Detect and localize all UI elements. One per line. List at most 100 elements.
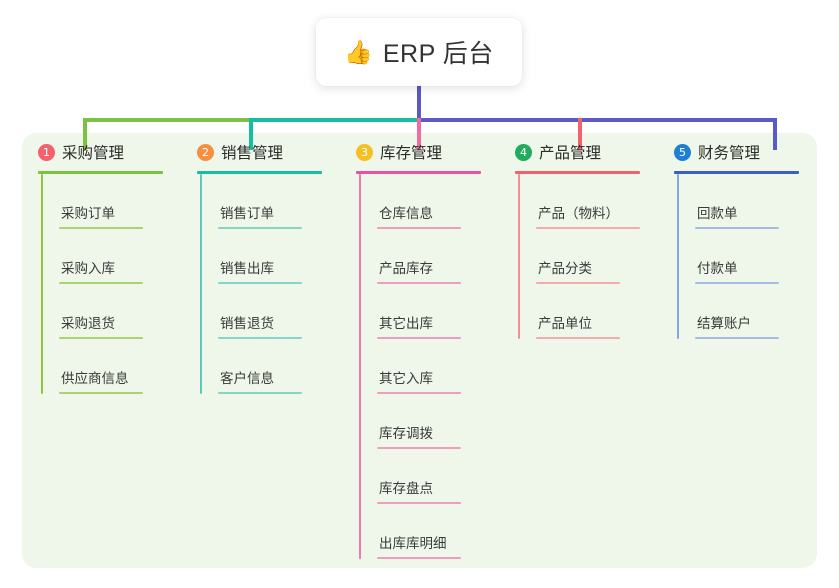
branch-item-rule bbox=[377, 557, 461, 559]
branch-header-4[interactable]: 4 产品管理 bbox=[513, 133, 658, 171]
branch-column-2: 2 销售管理销售订单销售出库销售退货客户信息 bbox=[181, 133, 340, 568]
branch-item-label: 回款单 bbox=[697, 206, 738, 222]
branch-header-2[interactable]: 2 销售管理 bbox=[195, 133, 340, 171]
branch-item[interactable]: 其它入库 bbox=[359, 339, 499, 394]
branch-number-badge: 3 bbox=[356, 143, 373, 161]
branch-spine bbox=[200, 174, 202, 394]
branch-item-label: 出库库明细 bbox=[379, 536, 447, 552]
branch-item[interactable]: 采购订单 bbox=[41, 174, 181, 229]
branch-column-4: 4 产品管理产品（物料） 产品分类产品单位 bbox=[499, 133, 658, 568]
branch-item-label: 库存盘点 bbox=[379, 481, 433, 497]
branch-item[interactable]: 采购退货 bbox=[41, 284, 181, 339]
branch-item-rule bbox=[695, 337, 779, 339]
branch-item-label: 客户信息 bbox=[220, 371, 274, 387]
branch-item-rule bbox=[377, 337, 461, 339]
branch-columns: 1 采购管理采购订单采购入库采购退货供应商信息 2 销售管理销售订单销售出库销售退货客… bbox=[22, 133, 817, 568]
branch-item[interactable]: 库存盘点 bbox=[359, 449, 499, 504]
branch-item-label: 产品单位 bbox=[538, 316, 592, 332]
root-node-title: ERP 后台 bbox=[382, 40, 494, 68]
branch-header-3[interactable]: 3 库存管理 bbox=[354, 133, 499, 171]
branch-title: 销售管理 bbox=[221, 145, 284, 162]
branch-spine bbox=[518, 174, 520, 339]
branch-item-rule bbox=[377, 502, 461, 504]
branch-header-rule bbox=[356, 171, 481, 174]
branch-item[interactable]: 销售退货 bbox=[200, 284, 340, 339]
root-node[interactable]: 👍 ERP 后台 bbox=[316, 18, 522, 86]
branch-item[interactable]: 回款单 bbox=[677, 174, 817, 229]
branch-item-rule bbox=[377, 447, 461, 449]
branch-item-label: 采购退货 bbox=[61, 316, 115, 332]
branch-number-badge: 1 bbox=[38, 143, 55, 161]
branch-item-label: 供应商信息 bbox=[61, 371, 129, 387]
branch-item-rule bbox=[536, 337, 620, 339]
branch-item[interactable]: 产品分类 bbox=[518, 229, 658, 284]
branch-item-rule bbox=[218, 282, 302, 284]
branch-header-rule bbox=[197, 171, 322, 174]
branch-title: 采购管理 bbox=[62, 145, 125, 162]
branch-items: 仓库信息产品库存其它出库其它入库库存调拨库存盘点出库库明细 bbox=[359, 174, 499, 559]
branch-item[interactable]: 仓库信息 bbox=[359, 174, 499, 229]
branch-item-label: 销售出库 bbox=[220, 261, 274, 277]
branch-item-rule bbox=[695, 282, 779, 284]
branch-item-label: 其它出库 bbox=[379, 316, 433, 332]
branch-item-rule bbox=[536, 282, 620, 284]
branch-item[interactable]: 产品单位 bbox=[518, 284, 658, 339]
branch-item-label: 销售订单 bbox=[220, 206, 274, 222]
branch-item-rule bbox=[59, 337, 143, 339]
branch-item-rule bbox=[59, 282, 143, 284]
branch-item-rule bbox=[377, 227, 461, 229]
branch-item[interactable]: 销售订单 bbox=[200, 174, 340, 229]
branch-header-1[interactable]: 1 采购管理 bbox=[36, 133, 181, 171]
branch-item[interactable]: 客户信息 bbox=[200, 339, 340, 394]
branch-item-label: 采购订单 bbox=[61, 206, 115, 222]
branch-title: 库存管理 bbox=[380, 145, 443, 162]
branch-item-rule bbox=[377, 392, 461, 394]
branch-item-label: 付款单 bbox=[697, 261, 738, 277]
branch-item-label: 库存调拨 bbox=[379, 426, 433, 442]
branch-spine bbox=[677, 174, 679, 339]
branch-item-label: 产品（物料） bbox=[538, 206, 619, 222]
branch-item-label: 产品分类 bbox=[538, 261, 592, 277]
branch-header-rule bbox=[515, 171, 640, 174]
branch-item-rule bbox=[695, 227, 779, 229]
branch-item-rule bbox=[59, 227, 143, 229]
branch-item-rule bbox=[377, 282, 461, 284]
branch-number-badge: 2 bbox=[197, 143, 214, 161]
thumbs-up-icon: 👍 bbox=[344, 38, 373, 65]
branch-items: 回款单付款单结算账户 bbox=[677, 174, 817, 339]
branch-item-label: 产品库存 bbox=[379, 261, 433, 277]
branch-item[interactable]: 其它出库 bbox=[359, 284, 499, 339]
branch-title: 产品管理 bbox=[539, 145, 602, 162]
branch-item-rule bbox=[536, 227, 640, 229]
branch-item-label: 销售退货 bbox=[220, 316, 274, 332]
branch-items: 产品（物料） 产品分类产品单位 bbox=[518, 174, 658, 339]
branch-item[interactable]: 采购入库 bbox=[41, 229, 181, 284]
branch-spine bbox=[41, 174, 43, 394]
branch-spine bbox=[359, 174, 361, 559]
branch-item-rule bbox=[218, 392, 302, 394]
branch-items: 采购订单采购入库采购退货供应商信息 bbox=[41, 174, 181, 394]
branch-item[interactable]: 供应商信息 bbox=[41, 339, 181, 394]
branch-number-badge: 4 bbox=[515, 143, 532, 161]
branch-column-1: 1 采购管理采购订单采购入库采购退货供应商信息 bbox=[22, 133, 181, 568]
branch-item-rule bbox=[218, 227, 302, 229]
branch-title: 财务管理 bbox=[698, 145, 761, 162]
branch-item[interactable]: 销售出库 bbox=[200, 229, 340, 284]
branch-header-5[interactable]: 5 财务管理 bbox=[672, 133, 817, 171]
branch-header-rule bbox=[674, 171, 799, 174]
branch-item-label: 结算账户 bbox=[697, 316, 751, 332]
branch-item-label: 仓库信息 bbox=[379, 206, 433, 222]
branch-item[interactable]: 产品库存 bbox=[359, 229, 499, 284]
branch-number-badge: 5 bbox=[674, 143, 691, 161]
branch-header-rule bbox=[38, 171, 163, 174]
branch-item-rule bbox=[218, 337, 302, 339]
branch-column-5: 5 财务管理回款单付款单结算账户 bbox=[658, 133, 817, 568]
branch-item[interactable]: 付款单 bbox=[677, 229, 817, 284]
diagram-panel-background bbox=[22, 133, 817, 568]
branch-item[interactable]: 出库库明细 bbox=[359, 504, 499, 559]
branch-items: 销售订单销售出库销售退货客户信息 bbox=[200, 174, 340, 394]
branch-item[interactable]: 库存调拨 bbox=[359, 394, 499, 449]
branch-column-3: 3 库存管理仓库信息产品库存其它出库其它入库库存调拨库存盘点出库库明细 bbox=[340, 133, 499, 568]
branch-item[interactable]: 产品（物料） bbox=[518, 174, 658, 229]
branch-item[interactable]: 结算账户 bbox=[677, 284, 817, 339]
